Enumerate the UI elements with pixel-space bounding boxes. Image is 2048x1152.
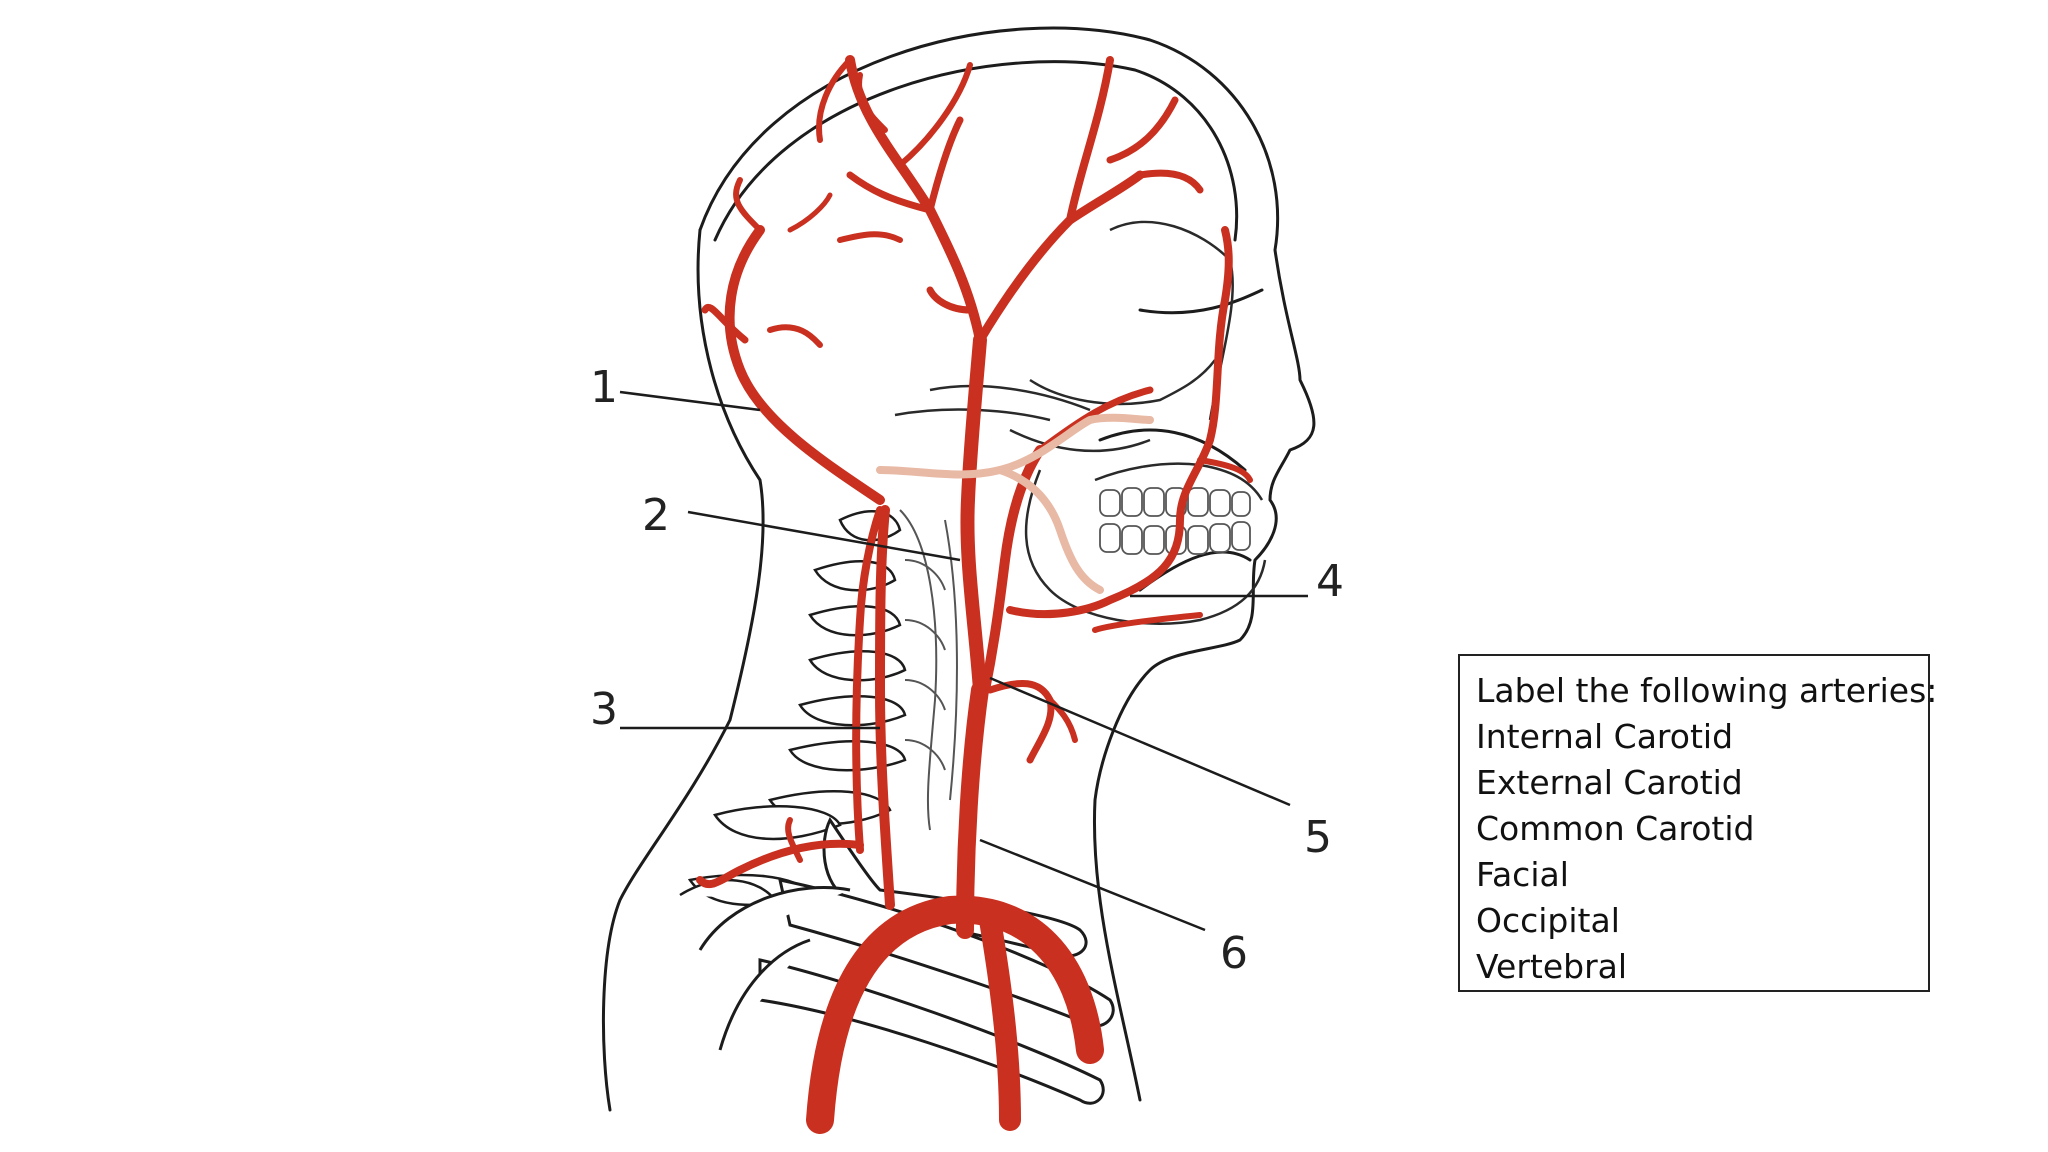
- callout-3: 3: [590, 684, 618, 735]
- leader-lines: [619, 390, 1308, 932]
- instruction-heading: Label the following arteries:: [1476, 671, 1938, 710]
- occipital-artery: [724, 225, 885, 505]
- artery-list-item: Facial: [1476, 855, 1569, 894]
- artery-list-item: External Carotid: [1476, 763, 1743, 802]
- artery-list-item: Internal Carotid: [1476, 717, 1734, 756]
- common-carotid: [956, 681, 989, 939]
- artery-list-item: Common Carotid: [1476, 809, 1755, 848]
- internal-carotid: [960, 333, 987, 697]
- callout-6: 6: [1220, 928, 1248, 979]
- artery-list-item: Vertebral: [1476, 947, 1628, 986]
- spine-body: [899, 509, 958, 831]
- callout-4: 4: [1316, 556, 1344, 607]
- vertebral-artery: [875, 505, 895, 910]
- vein: [876, 413, 1154, 594]
- callout-5: 5: [1304, 812, 1332, 863]
- callout-2: 2: [642, 490, 670, 541]
- facial-artery: [1006, 226, 1233, 619]
- instruction-box: Label the following arteries: Internal C…: [1458, 654, 1938, 992]
- artery-list-item: Occipital: [1476, 901, 1620, 940]
- callout-1: 1: [590, 362, 618, 413]
